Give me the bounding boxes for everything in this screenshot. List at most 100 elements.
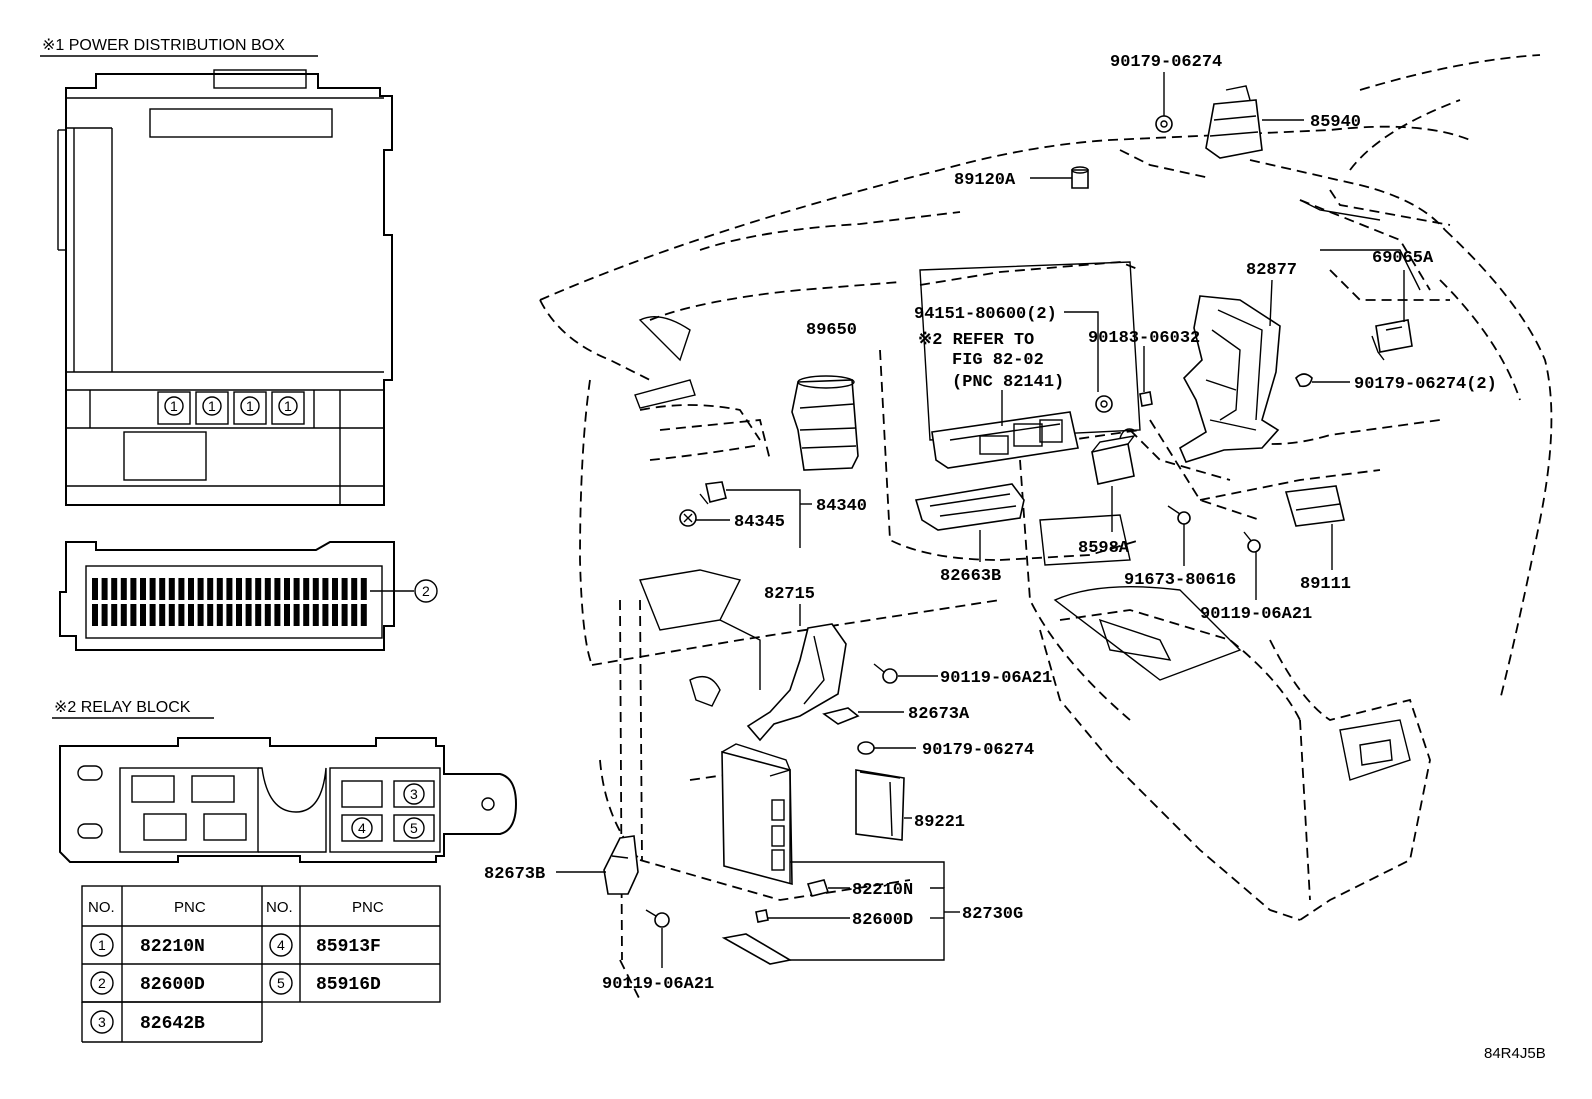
connector-pin xyxy=(332,578,338,600)
table-row-no: 2 xyxy=(98,975,106,991)
table-row-pnc: 82210N xyxy=(140,937,205,957)
connector-pin xyxy=(226,604,233,626)
callout-90179-06274: 90179-06274 xyxy=(1110,53,1222,72)
callout-8598A: 8598A xyxy=(1078,539,1130,558)
marker-3: 3 xyxy=(410,786,418,802)
connector-pin xyxy=(216,578,223,600)
connector-pin xyxy=(188,604,194,626)
connector-pin xyxy=(168,604,175,626)
refer-note-line-2: FIG 82-02 xyxy=(952,351,1044,370)
connector-pin xyxy=(284,578,290,600)
connector-pin xyxy=(312,604,319,626)
marker-1: 1 xyxy=(284,398,292,414)
callout-82730G: 82730G xyxy=(962,905,1023,924)
connector-pin xyxy=(188,578,194,600)
table-row-pnc: 85916D xyxy=(316,975,381,995)
connector-pin xyxy=(322,604,329,626)
part-90183-06032-fastener xyxy=(1139,391,1153,407)
connector-pin xyxy=(255,578,262,600)
callout-84340: 84340 xyxy=(816,497,867,516)
part-relay-block xyxy=(931,411,1079,469)
instrument-panel-outline xyxy=(539,54,1553,1001)
part-8598A-relay xyxy=(1091,428,1136,485)
connector-pin xyxy=(312,578,319,600)
callout-89120A: 89120A xyxy=(954,171,1016,190)
callout-82673B: 82673B xyxy=(484,865,545,884)
refer-note-line-3: (PNC 82141) xyxy=(952,373,1064,392)
connector-pin xyxy=(149,604,156,626)
table-row-no: 1 xyxy=(98,937,106,953)
connector-pin xyxy=(120,604,127,626)
connector-pin xyxy=(111,578,118,600)
part-84340-switch xyxy=(699,481,727,505)
part-82877-bracket xyxy=(1178,295,1281,463)
connector-pin xyxy=(101,604,108,626)
callout-82600D: 82600D xyxy=(852,911,913,930)
callout-90119-06A21: 90119-06A21 xyxy=(1200,605,1312,624)
connector-pin xyxy=(111,604,118,626)
part-91673-80616-bolt xyxy=(1167,505,1191,525)
connector-pins xyxy=(92,578,367,626)
connector-pin xyxy=(207,604,214,626)
connector-pin xyxy=(92,578,98,600)
table-header-pnc: PNC xyxy=(174,899,206,916)
relay-block-header: ※2 RELAY BLOCK xyxy=(54,699,191,716)
part-89650-unit xyxy=(791,375,859,471)
marker-1-circles: 1 1 1 1 xyxy=(164,396,298,416)
callout-90183-06032: 90183-06032 xyxy=(1088,329,1200,348)
callout-89221: 89221 xyxy=(914,813,965,832)
marker-4: 4 xyxy=(358,820,366,836)
part-82715-bracket xyxy=(746,623,847,742)
power-distribution-box-drawing xyxy=(57,69,393,506)
part-90179-06274-nut-low xyxy=(857,741,875,755)
callout-82673A: 82673A xyxy=(908,705,970,724)
connector-pin xyxy=(159,578,166,600)
part-89221-module xyxy=(855,769,905,841)
table-row-no: 3 xyxy=(98,1014,106,1030)
figure-code: 84R4J5B xyxy=(1484,1045,1546,1062)
callout-82663B: 82663B xyxy=(940,567,1001,586)
connector-pin xyxy=(264,578,271,600)
connector-pin xyxy=(303,578,310,600)
part-90119-06A21-bolt-right xyxy=(1243,531,1261,553)
table-row-pnc: 85913F xyxy=(316,937,381,957)
part-82210N-fuse xyxy=(806,879,830,897)
callout-90179-06274: 90179-06274 xyxy=(922,741,1034,760)
connector-pin xyxy=(140,604,146,626)
table-header-no: NO. xyxy=(88,899,115,916)
marker-5: 5 xyxy=(410,820,418,836)
connector-pin xyxy=(236,578,242,600)
connector-pin xyxy=(245,604,252,626)
connector-pin xyxy=(92,604,98,626)
marker-1: 1 xyxy=(208,398,216,414)
connector-pin xyxy=(255,604,262,626)
connector-pin xyxy=(293,604,300,626)
callout-90179-06274-2: 90179-06274(2) xyxy=(1354,375,1497,394)
marker-1: 1 xyxy=(170,398,178,414)
connector-pin xyxy=(351,604,358,626)
connector-pin xyxy=(293,578,300,600)
connector-pin xyxy=(236,604,242,626)
connector-pin xyxy=(351,578,358,600)
connector-pin xyxy=(274,578,281,600)
connector-pin xyxy=(197,578,204,600)
part-90179-06274-nut xyxy=(1155,115,1173,133)
connector-pin xyxy=(140,578,146,600)
connector-pin xyxy=(168,578,175,600)
connector-pin xyxy=(341,578,348,600)
connector-pin xyxy=(120,578,127,600)
callout-85940: 85940 xyxy=(1310,113,1361,132)
callout-89650: 89650 xyxy=(806,321,857,340)
part-main-body-ecu xyxy=(721,743,793,886)
power-distribution-box-header: ※1 POWER DISTRIBUTION BOX xyxy=(42,37,285,54)
part-82673B-bracket xyxy=(603,835,639,895)
connector-pin xyxy=(197,604,204,626)
part-82663B-relay-box xyxy=(914,483,1025,531)
marker-1: 1 xyxy=(246,398,254,414)
connector-pin xyxy=(332,604,338,626)
part-90179-06274-clip-2 xyxy=(1295,373,1313,388)
part-82673A-bracket xyxy=(822,707,860,725)
callout-94151-80600: 94151-80600(2) xyxy=(914,305,1057,324)
callout-82210N: 82210N xyxy=(852,881,913,900)
